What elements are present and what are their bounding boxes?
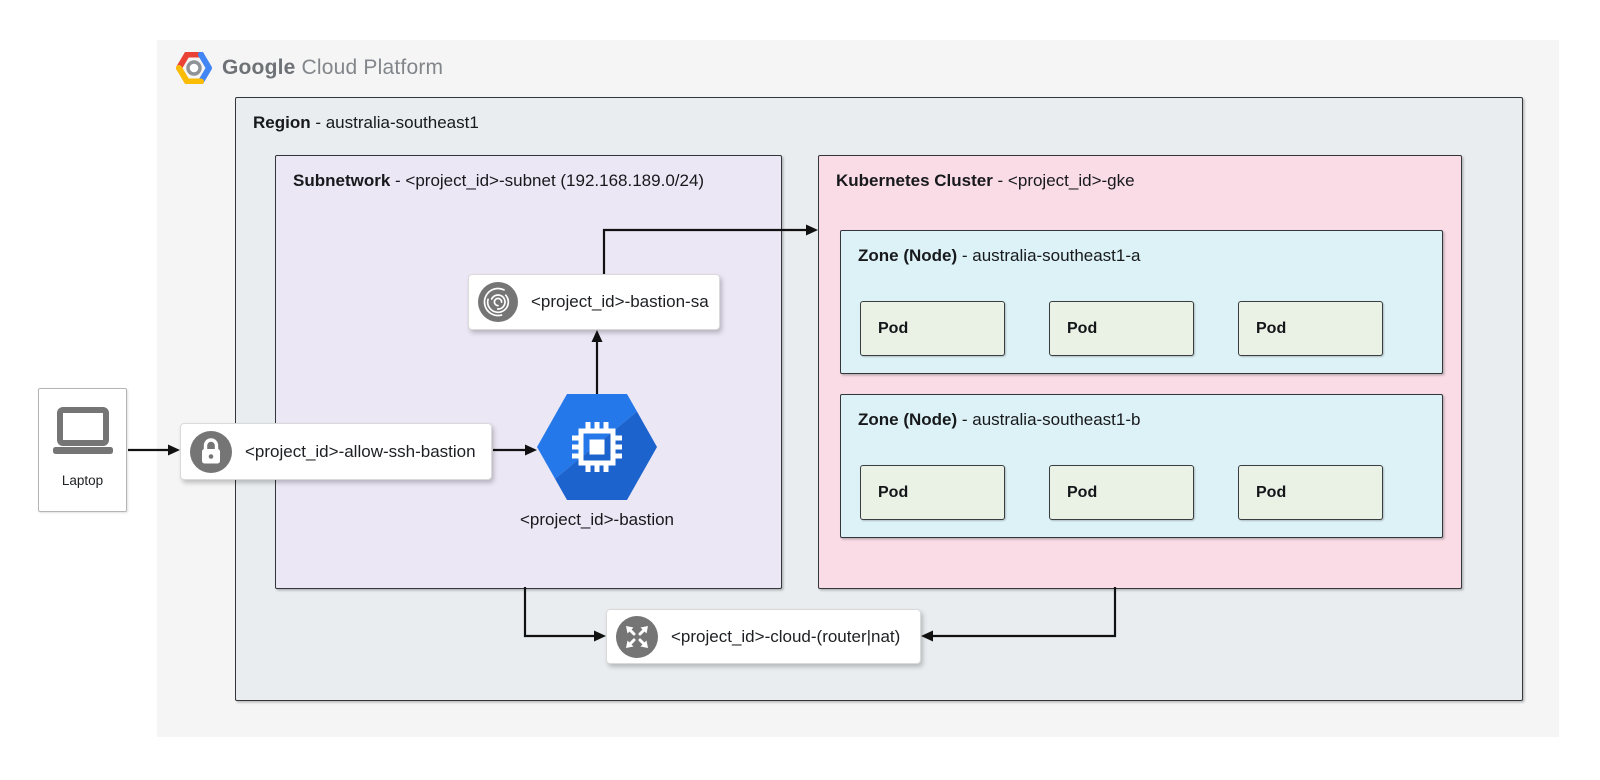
cloud-router-label: <project_id>-cloud-(router|nat) [671, 626, 901, 646]
firewall-rule-label: <project_id>-allow-ssh-bastion [245, 441, 476, 461]
cluster-label: Kubernetes Cluster - <project_id>-gke [819, 156, 1461, 191]
pod-label: Pod [1256, 319, 1287, 337]
laptop-label: Laptop [61, 473, 104, 488]
pod: Pod [1049, 301, 1194, 356]
subnetwork-box: Subnetwork - <project_id>-subnet (192.16… [275, 155, 782, 589]
region-label: Region - australia-southeast1 [236, 98, 1522, 133]
subnetwork-label: Subnetwork - <project_id>-subnet (192.16… [276, 156, 781, 191]
fingerprint-icon [478, 282, 518, 322]
router-icon [616, 615, 658, 658]
firewall-rule-card: <project_id>-allow-ssh-bastion [180, 423, 492, 480]
zone-b-detail: - australia-southeast1-b [957, 410, 1141, 429]
bastion-node [537, 394, 657, 500]
laptop-icon [52, 407, 113, 454]
cluster-detail: - <project_id>-gke [992, 171, 1135, 190]
pod-label: Pod [878, 483, 909, 501]
zone-b-box: Zone (Node) - australia-southeast1-b Pod… [840, 394, 1443, 538]
zone-a-detail: - australia-southeast1-a [957, 246, 1141, 265]
subnetwork-name: Subnetwork [293, 171, 391, 190]
pod-label: Pod [878, 319, 909, 337]
lock-icon [190, 430, 232, 473]
service-account-label: <project_id>-bastion-sa [531, 292, 709, 311]
zone-b-name: Zone (Node) [858, 410, 958, 429]
pod: Pod [860, 465, 1005, 520]
pod: Pod [1049, 465, 1194, 520]
zone-a-box: Zone (Node) - australia-southeast1-a Pod… [840, 230, 1443, 374]
zone-b-label: Zone (Node) - australia-southeast1-b [841, 395, 1442, 430]
compute-engine-icon [537, 394, 657, 500]
pod-label: Pod [1067, 319, 1098, 337]
logo-brand: Google [222, 56, 296, 79]
subnetwork-detail: - <project_id>-subnet (192.168.189.0/24) [390, 171, 705, 190]
zone-a-name: Zone (Node) [858, 246, 958, 265]
cloud-router-card: <project_id>-cloud-(router|nat) [606, 609, 921, 664]
service-account-card: <project_id>-bastion-sa [468, 274, 720, 330]
gcp-logo-icon [176, 52, 212, 84]
laptop-node: Laptop [38, 388, 127, 512]
pod-label: Pod [1067, 483, 1098, 501]
pod: Pod [860, 301, 1005, 356]
region-name: Region [253, 113, 311, 132]
cluster-name: Kubernetes Cluster [836, 171, 993, 190]
bastion-label: <project_id>-bastion [519, 510, 675, 529]
zone-a-label: Zone (Node) - australia-southeast1-a [841, 231, 1442, 266]
pod: Pod [1238, 465, 1383, 520]
pod: Pod [1238, 301, 1383, 356]
pod-label: Pod [1256, 483, 1287, 501]
logo-product: Cloud Platform [301, 56, 444, 79]
region-detail: - australia-southeast1 [310, 113, 479, 132]
